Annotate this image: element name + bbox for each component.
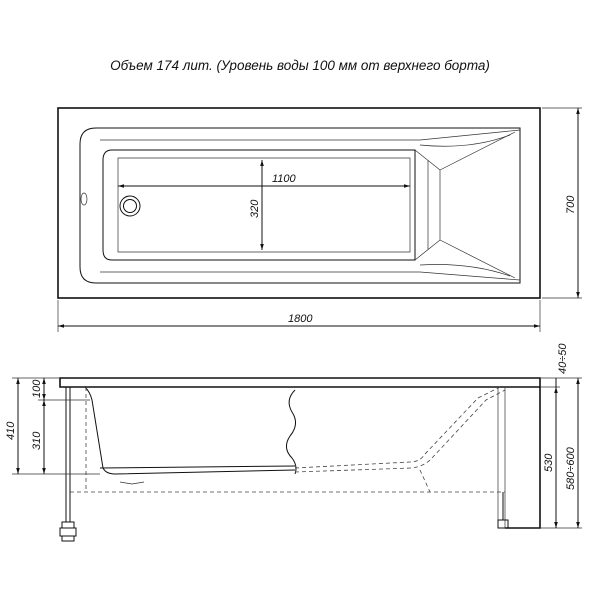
- dim-water-level: 100: [31, 379, 43, 398]
- dim-bottom-height: 310: [31, 431, 43, 450]
- top-view: 1100 320 1800 700: [57, 107, 582, 332]
- dim-total-width: 700: [565, 195, 577, 214]
- side-view: 410 100 310 40÷50 530 580÷600: [5, 343, 582, 542]
- right-foot: [497, 519, 509, 529]
- hidden-bottom-line: [294, 386, 501, 469]
- skirt-panel: [505, 387, 541, 529]
- drain-icon: [119, 195, 141, 217]
- outer-rim: [57, 107, 541, 299]
- backrest-curve: [419, 134, 511, 277]
- side-rim: [59, 377, 541, 388]
- inner-slope-lines: [100, 129, 521, 281]
- tub-wall-left: [84, 386, 296, 475]
- left-foot: [59, 527, 77, 537]
- basin-bottom: [102, 149, 416, 261]
- overflow-icon: [80, 192, 88, 206]
- dim-bath-height: 530: [543, 453, 555, 472]
- backrest-slope: [414, 131, 516, 279]
- inner-rim-outline: [79, 127, 521, 284]
- volume-caption: Объем 174 лит. (Уровень воды 100 мм от в…: [110, 58, 490, 73]
- dim-rim-thickness: 40÷50: [557, 343, 569, 374]
- basin-floor: [117, 157, 411, 253]
- dim-total-length: 1800: [288, 313, 313, 325]
- dim-inner-length: 1100: [272, 173, 297, 185]
- break-line: [286, 389, 297, 475]
- drain-fitting: [119, 481, 145, 485]
- dim-inner-width: 320: [249, 199, 261, 218]
- dim-total-height: 580÷600: [565, 446, 577, 490]
- dim-left-total: 410: [5, 421, 17, 440]
